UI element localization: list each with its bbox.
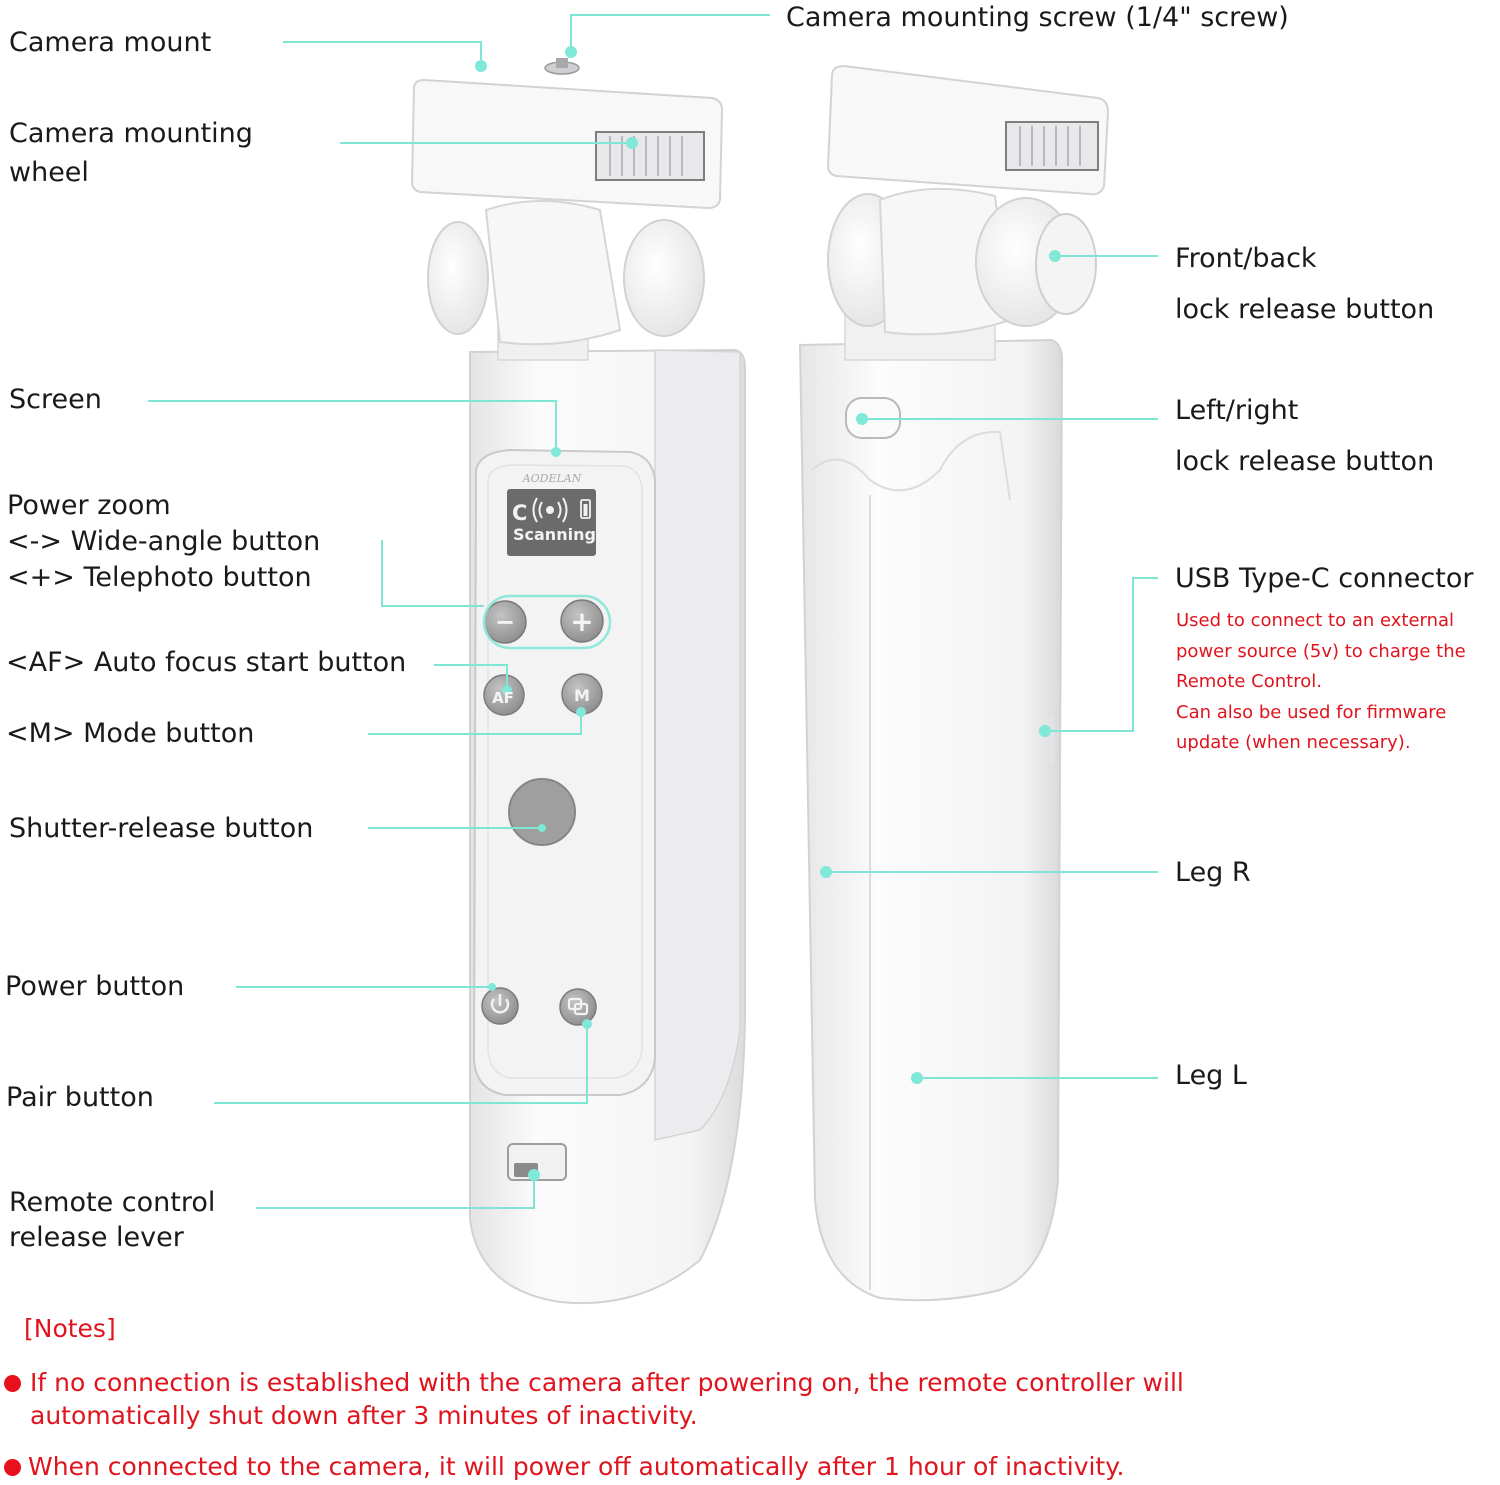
af-button-shape	[483, 674, 525, 716]
leader-pair	[214, 1024, 588, 1104]
label-release-lever-line-1: Remote control	[9, 1187, 216, 1218]
front-knuckle-left	[427, 221, 489, 335]
label-front-back-lock-line-1: Front/back	[1175, 243, 1317, 274]
usb-c-note-line-3: Remote Control.	[1176, 671, 1322, 692]
remote-screen	[507, 489, 596, 556]
plus-button-shape	[560, 599, 604, 643]
label-camera-mounting-screw: Camera mounting screw (1/4" screw)	[786, 2, 1289, 33]
note-item-2: When connected to the camera, it will po…	[28, 1450, 1124, 1483]
label-power-zoom-line-1: Power zoom	[7, 490, 171, 521]
usb-c-note-line-4: Can also be used for firmware	[1176, 701, 1447, 723]
leader-power-zoom	[381, 540, 484, 607]
device-side-view	[798, 64, 1110, 1302]
front-back-lock-shape	[1035, 213, 1097, 315]
label-release-lever-line-2: release lever	[9, 1222, 184, 1254]
label-camera-mounting-wheel-line-1: Camera mounting	[9, 118, 253, 149]
label-shutter-button: Shutter-release button	[9, 813, 314, 844]
usb-c-port-shape	[1046, 715, 1054, 765]
label-left-right-lock-line-1: Left/right	[1175, 395, 1299, 426]
af-button-glyph: AF	[492, 689, 514, 707]
usb-c-note-line-5: update (when necessary).	[1176, 732, 1411, 753]
screen-battery-icon	[580, 499, 591, 519]
label-leg-l: Leg L	[1175, 1060, 1247, 1091]
label-screen: Screen	[9, 384, 102, 415]
usb-c-note: Used to connect to an external power sou…	[1176, 606, 1466, 759]
m-button-glyph: M	[574, 686, 590, 705]
side-handle-body	[798, 338, 1064, 1302]
leader-af	[434, 664, 508, 690]
label-leg-r: Leg R	[1175, 857, 1251, 888]
plus-button-glyph: +	[570, 605, 593, 638]
label-front-back-lock: Front/back lock release button	[1175, 233, 1434, 336]
screen-mode-text: C	[512, 501, 527, 525]
minus-button-glyph: −	[495, 608, 515, 636]
note-item-2-line-1: When connected to the camera, it will po…	[28, 1452, 1125, 1481]
device-brand-text: AODELAN	[522, 472, 582, 485]
leader-dots	[475, 46, 1061, 1181]
label-power-zoom: Power zoom <-> Wide-angle button <+> Tel…	[7, 488, 320, 596]
label-camera-mount: Camera mount	[9, 27, 212, 58]
label-release-lever: Remote control release lever	[9, 1185, 215, 1255]
note-item-1: If no connection is established with the…	[30, 1366, 1184, 1432]
leader-mode	[368, 712, 582, 735]
front-side-rail	[654, 349, 741, 1141]
front-knuckle-right	[623, 219, 705, 337]
label-left-right-lock: Left/right lock release button	[1175, 385, 1434, 488]
note-item-1-line-1: If no connection is established with the…	[30, 1368, 1184, 1397]
screen-signal-icon	[532, 497, 568, 523]
device-front-view	[410, 58, 746, 1305]
usb-c-note-line-1: Used to connect to an external	[1176, 610, 1455, 631]
label-front-back-lock-line-2: lock release button	[1175, 294, 1435, 326]
pair-button-shape	[559, 988, 597, 1026]
label-af-button: <AF> Auto focus start button	[6, 647, 407, 678]
leader-screen	[148, 400, 557, 452]
label-power-zoom-line-2: <-> Wide-angle button	[7, 525, 321, 557]
label-usb-c: USB Type-C connector	[1175, 563, 1474, 594]
label-left-right-lock-line-2: lock release button	[1175, 446, 1435, 478]
label-camera-mounting-wheel: Camera mounting wheel	[9, 114, 253, 192]
note-item-1-line-2: automatically shut down after 3 minutes …	[30, 1401, 698, 1430]
label-mode-button: <M> Mode button	[6, 718, 255, 749]
leader-release-lever	[256, 1175, 535, 1209]
label-power-button: Power button	[5, 971, 185, 1002]
leader-usb-c	[1045, 577, 1158, 732]
notes-title: [Notes]	[24, 1314, 116, 1343]
label-power-zoom-line-3: <+> Telephoto button	[7, 561, 312, 593]
shutter-button-shape	[508, 778, 576, 846]
screen-status-text: Scanning	[513, 525, 596, 544]
leader-mounting-screw	[570, 14, 770, 52]
label-pair-button: Pair button	[6, 1082, 154, 1113]
leader-camera-mount	[283, 41, 482, 66]
label-camera-mounting-wheel-line-2: wheel	[9, 157, 89, 189]
usb-c-note-line-2: power source (5v) to charge the	[1176, 640, 1466, 662]
leader-lines	[148, 14, 1158, 1209]
note-bullet-2	[4, 1459, 21, 1476]
note-bullet-1	[4, 1375, 21, 1392]
